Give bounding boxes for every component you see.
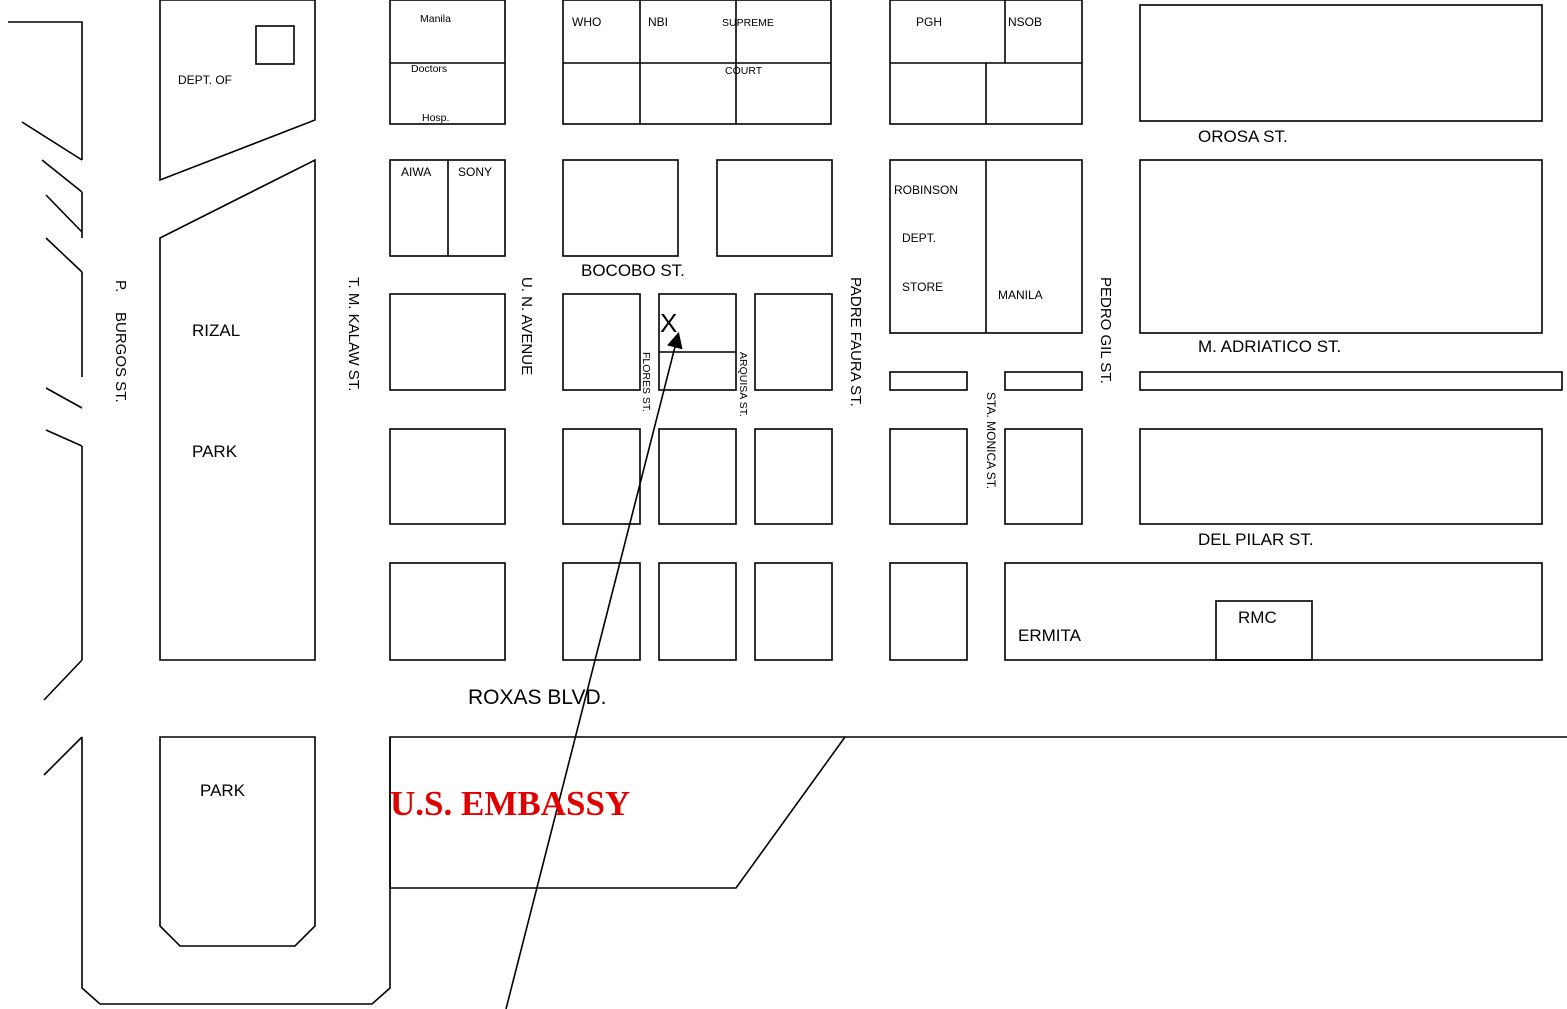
block-r2-2 — [716, 159, 833, 257]
label-rizal-park: PARK — [192, 442, 238, 461]
strip-2 — [1004, 371, 1083, 391]
label-rmc: RMC — [1238, 608, 1277, 627]
street-un-avenue: U. N. AVENUE — [518, 277, 535, 375]
label-robinson-1: ROBINSON — [894, 183, 958, 197]
street-padre-faura: PADRE FAURA ST. — [847, 277, 864, 407]
street-del-pilar: DEL PILAR ST. — [1198, 530, 1314, 549]
label-robinson-3: STORE — [902, 280, 943, 294]
block-r3-4 — [754, 293, 833, 391]
label-nbi: NBI — [648, 15, 668, 29]
street-burgos-p: P. — [112, 280, 129, 292]
label-sony: SONY — [458, 165, 492, 179]
label-manila: MANILA — [998, 288, 1043, 302]
street-orosa: OROSA ST. — [1198, 127, 1288, 146]
street-arquisa: ARQUISA ST. — [737, 352, 749, 417]
block-r4-1 — [389, 428, 506, 525]
arrow-pointer-icon — [505, 331, 683, 1009]
block-rizal-park — [159, 158, 316, 661]
label-rizal: RIZAL — [192, 321, 240, 340]
block-r5-4 — [754, 562, 833, 661]
embassy-area — [389, 736, 846, 889]
label-supreme-1: SUPREME — [722, 17, 774, 29]
label-ermita: ERMITA — [1018, 626, 1082, 645]
street-burgos: BURGOS ST. — [112, 312, 129, 403]
block-r5-2 — [562, 562, 641, 661]
label-who: WHO — [572, 15, 601, 29]
label-supreme-2: COURT — [725, 65, 763, 77]
label-robinson-2: DEPT. — [902, 231, 936, 245]
label-manila-doctors-3: Hosp. — [422, 112, 449, 124]
label-aiwa: AIWA — [401, 165, 431, 179]
label-pgh: PGH — [916, 15, 942, 29]
street-kalaw: T. M. KALAW ST. — [345, 277, 362, 391]
street-flores: FLORES ST. — [640, 352, 652, 412]
block-destination — [658, 293, 737, 391]
label-manila-doctors-2: Doctors — [411, 63, 447, 75]
block-east-1 — [1139, 4, 1543, 122]
block-east-4 — [1139, 428, 1543, 525]
strip-1 — [889, 371, 968, 391]
block-r4-2 — [562, 428, 641, 525]
strip-3 — [1139, 371, 1563, 391]
street-pedro-gil: PEDRO GIL ST. — [1097, 277, 1114, 384]
block-dept-of — [159, 0, 316, 182]
label-us-embassy: U.S. EMBASSY — [390, 784, 630, 823]
block-who-nbi-supreme — [562, 0, 832, 125]
street-bocobo: BOCOBO ST. — [581, 261, 685, 280]
building-small-square — [255, 25, 295, 65]
block-r4-4 — [754, 428, 833, 525]
building-rmc — [1215, 600, 1313, 661]
road-outlines — [8, 21, 1567, 1005]
block-park — [159, 736, 316, 947]
block-east-2 — [1139, 159, 1543, 334]
street-roxas: ROXAS BLVD. — [468, 686, 607, 709]
street-adriatico: M. ADRIATICO ST. — [1198, 337, 1341, 356]
block-r5-3 — [658, 562, 737, 661]
block-manila-doctors — [389, 0, 506, 125]
block-r4-6 — [1004, 428, 1083, 525]
label-manila-doctors-1: Manila — [420, 13, 451, 25]
block-r4-3 — [658, 428, 737, 525]
block-r3-1 — [389, 293, 506, 391]
block-r5-1 — [389, 562, 506, 661]
block-r3-2 — [562, 293, 641, 391]
label-nsob: NSOB — [1008, 15, 1042, 29]
block-r5-5 — [889, 562, 968, 661]
block-r2-1 — [562, 159, 679, 257]
block-r4-5 — [889, 428, 968, 525]
x-marker-icon: X — [660, 308, 677, 338]
street-sta-monica: STA. MONICA ST. — [984, 392, 998, 489]
label-dept-of: DEPT. OF — [178, 73, 232, 87]
label-park: PARK — [200, 781, 246, 800]
